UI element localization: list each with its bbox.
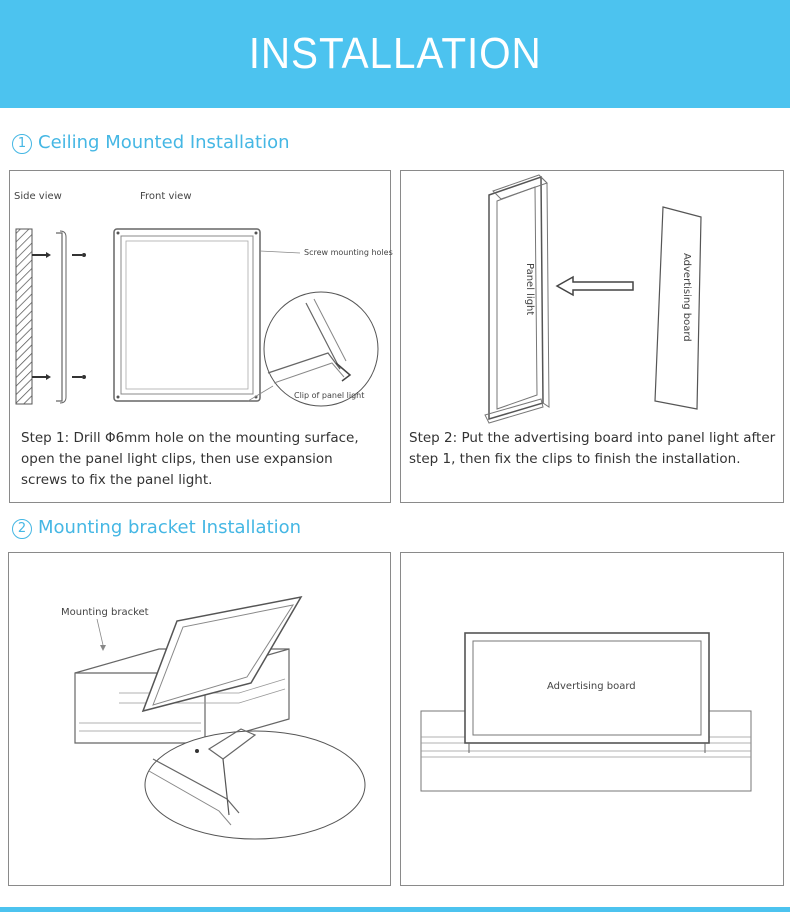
bracket-left-diagram	[74, 595, 366, 840]
ceiling-step2-panel: Panel light Advertising board Step 2: Pu…	[400, 170, 784, 503]
panel-frame-front	[464, 632, 710, 753]
screw-top-icon	[32, 252, 86, 258]
ceiling-step2-diagram	[484, 174, 702, 424]
section2-number: 2	[12, 519, 32, 539]
front-view-frame	[113, 228, 261, 402]
panel-light-label: Panel light	[524, 263, 535, 316]
screw-bottom-icon	[32, 374, 86, 380]
section1-title-text: Ceiling Mounted Installation	[38, 132, 290, 153]
ceiling-step1-panel: Side view Front view Screw mounting hole…	[9, 170, 393, 503]
section1-number: 1	[12, 134, 32, 154]
clip-label: Clip of panel light	[294, 391, 365, 400]
front-view-label: Front view	[140, 191, 192, 202]
bracket-right-panel: Advertising board	[400, 552, 784, 886]
step2-text: Step 2: Put the advertising board into p…	[409, 430, 776, 467]
ceiling-step1-diagram	[15, 228, 379, 407]
step1-text: Step 1: Drill Φ6mm hole on the mounting …	[21, 430, 359, 488]
section1-title: 1 Ceiling Mounted Installation	[12, 132, 290, 154]
tilted-panel-frame	[141, 595, 303, 713]
detail-ellipse	[144, 730, 366, 840]
section2-title-text: Mounting bracket Installation	[38, 517, 302, 538]
page-title: INSTALLATION	[248, 29, 542, 78]
panel-light-frame	[484, 174, 550, 424]
wall-hatch	[15, 228, 33, 405]
clip-detail-circle	[263, 291, 379, 407]
advertising-board-label-2: Advertising board	[547, 681, 636, 692]
bottom-accent-line	[0, 907, 790, 912]
bracket-left-panel: Mounting bracket	[8, 552, 391, 886]
advertising-board-shape	[654, 206, 702, 410]
left-arrow-icon	[555, 275, 634, 297]
bracket-right-diagram	[420, 632, 752, 792]
screw-mounting-holes-label: Screw mounting holes	[304, 248, 393, 257]
section2-title: 2 Mounting bracket Installation	[12, 517, 301, 539]
side-view-label: Side view	[14, 191, 62, 202]
mounting-bracket-label: Mounting bracket	[61, 607, 149, 618]
header-banner: INSTALLATION	[0, 0, 790, 108]
advertising-board-label: Advertising board	[681, 253, 692, 342]
